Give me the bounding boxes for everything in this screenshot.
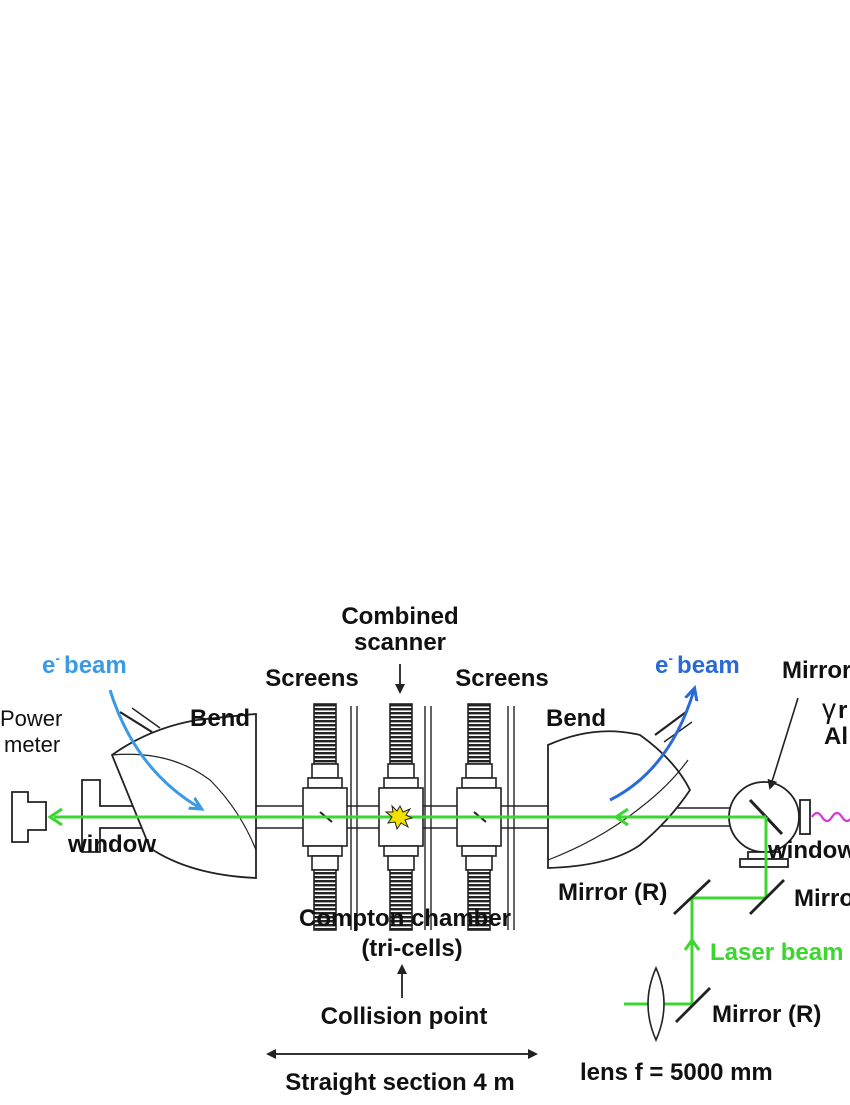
- label-lens: lens f = 5000 mm: [580, 1059, 773, 1086]
- label-scanner: scanner: [354, 629, 446, 656]
- bend-magnet-right: [547, 711, 693, 869]
- label-power: Power: [0, 706, 62, 731]
- label-gamma: γr: [822, 693, 847, 724]
- label-bend-right: Bend: [546, 705, 606, 732]
- label-window-left: window: [67, 831, 156, 858]
- power-meter: [11, 791, 47, 843]
- label-laser-beam: Laser beam: [710, 939, 843, 966]
- gamma-ray-wave: [811, 811, 850, 823]
- label-screens-right: Screens: [455, 665, 548, 692]
- label-collision-point: Collision point: [321, 1003, 488, 1030]
- label-mirror-r1: Mirror (R): [558, 879, 667, 906]
- lens: [647, 966, 665, 1042]
- label-al: Al: [824, 723, 848, 750]
- label-bend-left: Bend: [190, 705, 250, 732]
- mirror-pointer-arrow: [767, 697, 799, 790]
- label-window-right: window: [767, 837, 850, 864]
- screen-assembly-left: [302, 703, 358, 931]
- combined-scanner-assembly: [378, 703, 432, 931]
- label-mirror-top: Mirror: [782, 657, 850, 684]
- label-straight-section: Straight section 4 m: [285, 1069, 514, 1096]
- label-meter: meter: [4, 732, 60, 757]
- label-mirror-r2: Mirror (R): [712, 1001, 821, 1028]
- label-compton-chamber: Compton chamber: [299, 905, 511, 932]
- label-ebeam-right: e-beam: [655, 650, 740, 679]
- ebeam-left-arrow: [108, 689, 200, 808]
- label-tri-cells: (tri-cells): [361, 935, 462, 962]
- collision-flash-icon: [384, 804, 414, 831]
- label-mirror-cut: Mirro: [794, 885, 850, 912]
- label-screens-left: Screens: [265, 665, 358, 692]
- ebeam-right-arrow: [609, 690, 694, 802]
- label-combined: Combined: [341, 603, 458, 630]
- label-ebeam-left: e-beam: [42, 650, 127, 679]
- mirror-elements: [673, 878, 785, 1023]
